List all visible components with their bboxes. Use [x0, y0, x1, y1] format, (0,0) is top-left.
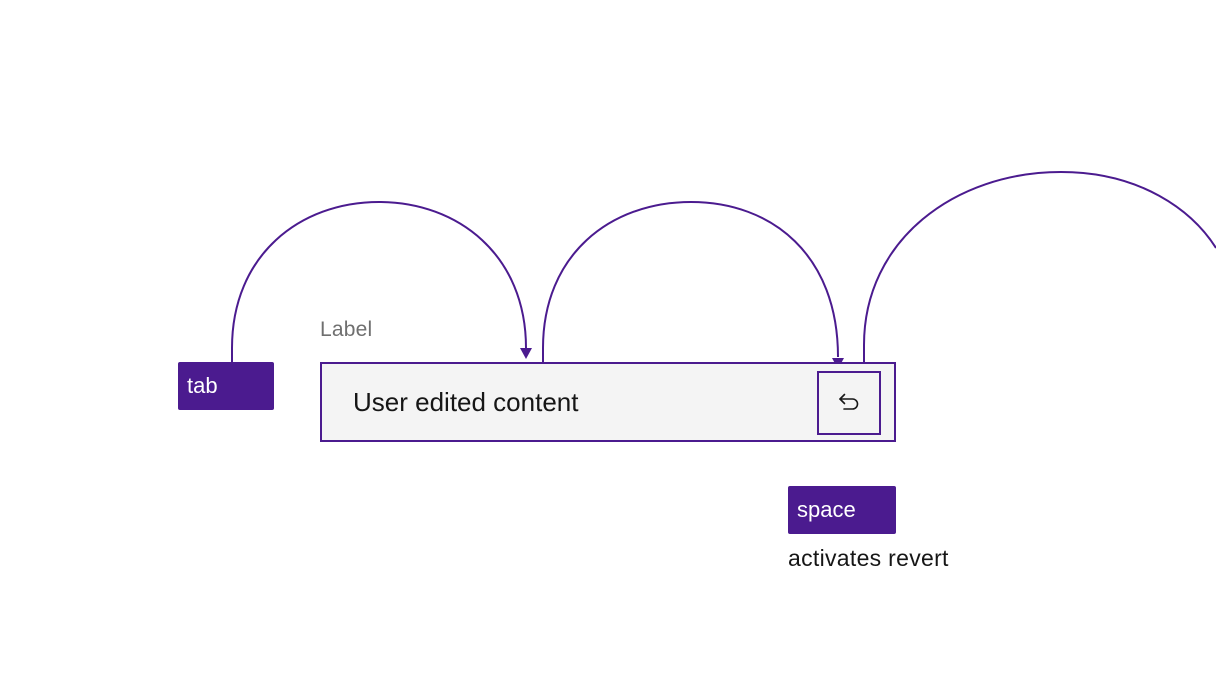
- revert-button[interactable]: [817, 371, 881, 435]
- arrowhead-input: [520, 348, 532, 359]
- space-key-label: space: [797, 497, 856, 522]
- field-label: Label: [320, 318, 373, 341]
- tab-key-label: tab: [187, 373, 218, 398]
- space-key-caption: activates revert: [788, 545, 949, 571]
- focus-arrow-input-to-revert: [542, 200, 839, 362]
- input-value[interactable]: User edited content: [353, 387, 579, 417]
- focus-arrow-revert-to-next: [863, 170, 1216, 370]
- undo-arrow-icon: [839, 393, 859, 410]
- tab-key-badge: tab: [178, 362, 274, 410]
- focus-arrow-tab-to-input: [231, 200, 527, 362]
- space-key-badge: space: [788, 486, 896, 534]
- text-input[interactable]: User edited content: [320, 362, 896, 442]
